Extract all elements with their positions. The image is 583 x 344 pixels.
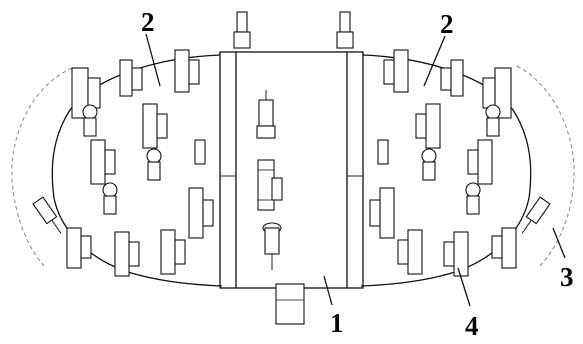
central-drum xyxy=(219,51,364,289)
left-rotation-arc xyxy=(11,67,73,269)
callout-2-right: 2 xyxy=(440,9,454,39)
right-end-ring-outline xyxy=(360,54,532,287)
leader-line-1 xyxy=(323,275,333,306)
left-gauge-cutter xyxy=(32,196,62,234)
callout-4: 4 xyxy=(465,311,479,341)
right-rotation-arc xyxy=(516,65,575,269)
callout-2-left: 2 xyxy=(141,7,155,37)
leader-line-2-left xyxy=(145,33,161,87)
left-disc-cutters xyxy=(66,49,214,277)
leader-line-4 xyxy=(457,267,471,307)
left-end-ring-outline xyxy=(51,54,223,287)
right-disc-cutters xyxy=(369,49,517,277)
right-gauge-cutter xyxy=(521,196,551,234)
callout-3: 3 xyxy=(560,262,574,292)
leader-line-3 xyxy=(552,227,566,259)
callout-1: 1 xyxy=(330,308,344,338)
leader-line-2-right xyxy=(423,35,446,87)
drum-pick-cutters xyxy=(233,11,354,325)
